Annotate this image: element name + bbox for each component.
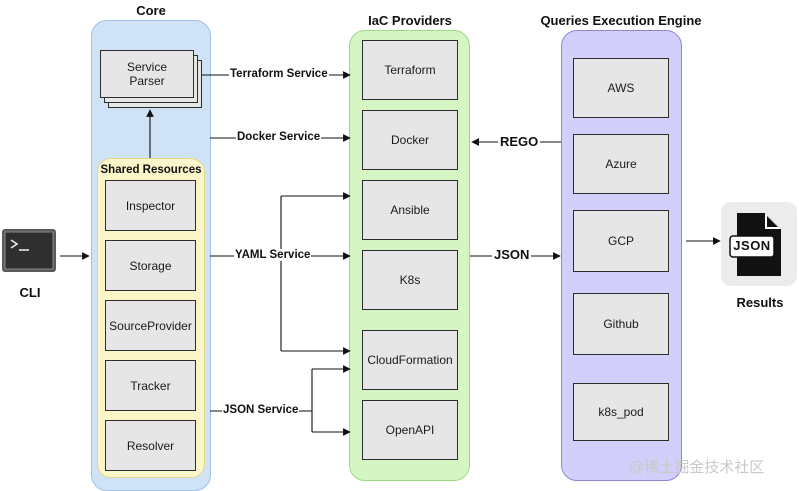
json-service-label: JSON Service <box>222 404 300 416</box>
ansible-box: Ansible <box>362 180 458 240</box>
cli-terminal-icon <box>2 229 56 272</box>
k8s-box: K8s <box>362 250 458 310</box>
inspector-box: Inspector <box>105 180 196 231</box>
json-file-icon-text: JSON <box>733 238 771 253</box>
json-file-icon <box>721 202 797 286</box>
cloudformation-box: CloudFormation <box>362 330 458 390</box>
core-title: Core <box>136 3 166 18</box>
docker-service-label: Docker Service <box>236 131 322 143</box>
tracker-box: Tracker <box>105 360 196 411</box>
cli-label: CLI <box>19 285 41 300</box>
k8s-pod-box: k8s_pod <box>573 383 669 441</box>
results-label: Results <box>736 295 784 310</box>
storage-box: Storage <box>105 240 196 291</box>
source-provider-box: SourceProvider <box>105 300 196 351</box>
yaml-service-label: YAML Service <box>234 249 312 261</box>
terraform-box: Terraform <box>362 40 458 100</box>
service-parser: Service Parser <box>100 50 194 98</box>
openapi-box: OpenAPI <box>362 400 458 460</box>
github-box: Github <box>573 293 669 355</box>
queries-engine-title: Queries Execution Engine <box>540 13 702 28</box>
watermark: @稀土掘金技术社区 <box>629 459 765 476</box>
gcp-box: GCP <box>573 210 669 272</box>
iac-providers-title: IaC Providers <box>368 13 452 28</box>
shared-resources-title: Shared Resources <box>100 164 202 176</box>
rego-label: REGO <box>498 134 541 149</box>
json-label: JSON <box>492 247 532 262</box>
aws-box: AWS <box>573 58 669 118</box>
terraform-service-label: Terraform Service <box>229 68 329 80</box>
resolver-box: Resolver <box>105 420 196 471</box>
docker-box: Docker <box>362 110 458 170</box>
azure-box: Azure <box>573 134 669 194</box>
